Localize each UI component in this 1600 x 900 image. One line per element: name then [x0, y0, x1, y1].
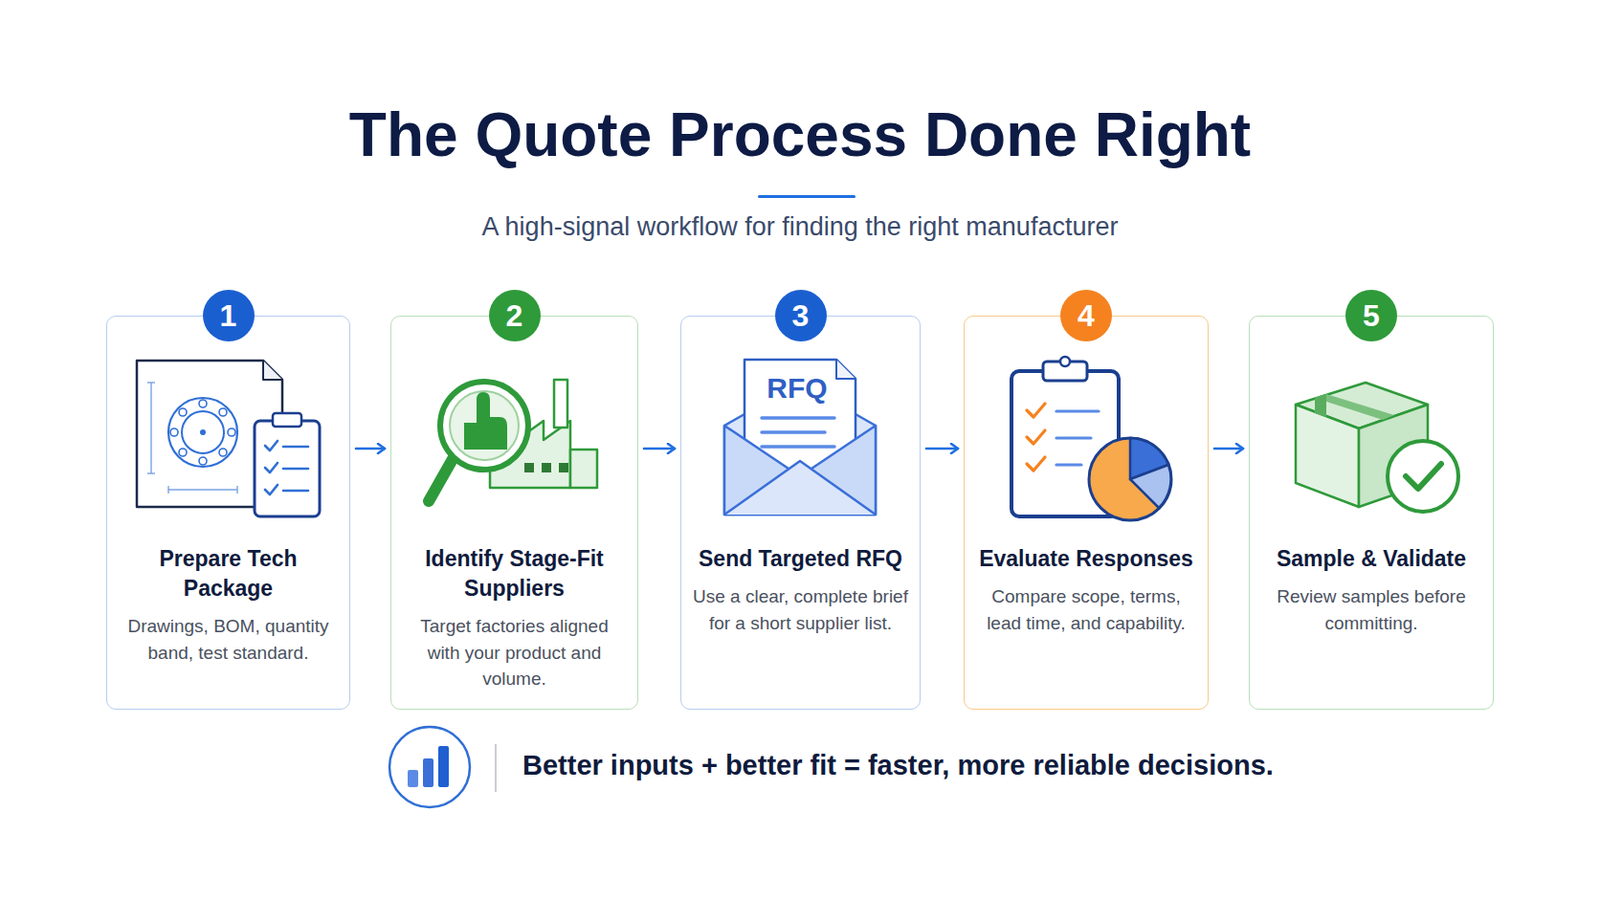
step-number: 1 — [220, 298, 238, 334]
step-heading: Evaluate Responses — [976, 544, 1197, 575]
flow-arrow — [926, 447, 958, 451]
summary-text: Better inputs + better fit = faster, mor… — [522, 750, 1576, 782]
rfq-envelope-icon — [724, 359, 876, 515]
step-heading: Identify Stage-Fit Suppliers — [402, 544, 626, 604]
step-card: 4Evaluate ResponsesCompare scope, terms,… — [963, 315, 1209, 711]
rfq-label: RFQ — [755, 372, 839, 405]
chart-icon — [389, 727, 470, 808]
step-description: Drawings, BOM, quantity band, test stand… — [118, 613, 338, 667]
step-description: Use a clear, complete brief for a short … — [692, 583, 909, 637]
step-number: 3 — [792, 298, 810, 334]
card-text: Evaluate ResponsesCompare scope, terms, … — [964, 544, 1208, 637]
step-heading: Prepare Tech Package — [118, 544, 338, 604]
flow-arrow — [644, 447, 675, 451]
evaluation-icon — [1011, 356, 1172, 521]
step-number: 2 — [506, 298, 524, 334]
subtitle: A high-signal workflow for finding the r… — [0, 212, 1600, 243]
flow-arrow — [355, 447, 385, 451]
flow-arrow — [1214, 447, 1244, 451]
step-heading: Send Targeted RFQ — [692, 544, 909, 575]
step-badge: 2 — [488, 289, 541, 342]
step-heading: Sample & Validate — [1261, 544, 1482, 575]
step-number: 4 — [1077, 298, 1095, 334]
card-text: Prepare Tech PackageDrawings, BOM, quant… — [107, 544, 350, 667]
step-number: 5 — [1362, 298, 1380, 334]
title: The Quote Process Done Right — [0, 99, 1600, 171]
title-underline — [757, 195, 856, 199]
step-card: 1Prepare Tech PackageDrawings, BOM, quan… — [106, 315, 351, 711]
card-text: Identify Stage-Fit SuppliersTarget facto… — [391, 544, 638, 693]
divider — [494, 744, 497, 793]
step-badge: 1 — [202, 289, 255, 342]
card-text: Send Targeted RFQ Use a clear, complete b… — [681, 544, 920, 637]
step-description: Review samples before committing. — [1261, 583, 1482, 637]
card-text: Sample & ValidateReview samples before c… — [1249, 544, 1493, 637]
tech-package-icon — [136, 360, 320, 517]
step-badge: 3 — [775, 289, 827, 342]
step-description: Compare scope, terms, lead time, and cap… — [976, 583, 1197, 637]
supplier-search-icon — [428, 379, 598, 502]
step-description: Target factories aligned with your produ… — [402, 613, 626, 693]
step-badge: 5 — [1345, 289, 1398, 342]
step-card: 2Identify Stage-Fit SuppliersTarget fact… — [390, 315, 639, 711]
sample-box-icon — [1295, 382, 1459, 512]
step-card: 5Sample & ValidateReview samples before … — [1248, 315, 1494, 711]
step-badge: 4 — [1060, 289, 1112, 342]
